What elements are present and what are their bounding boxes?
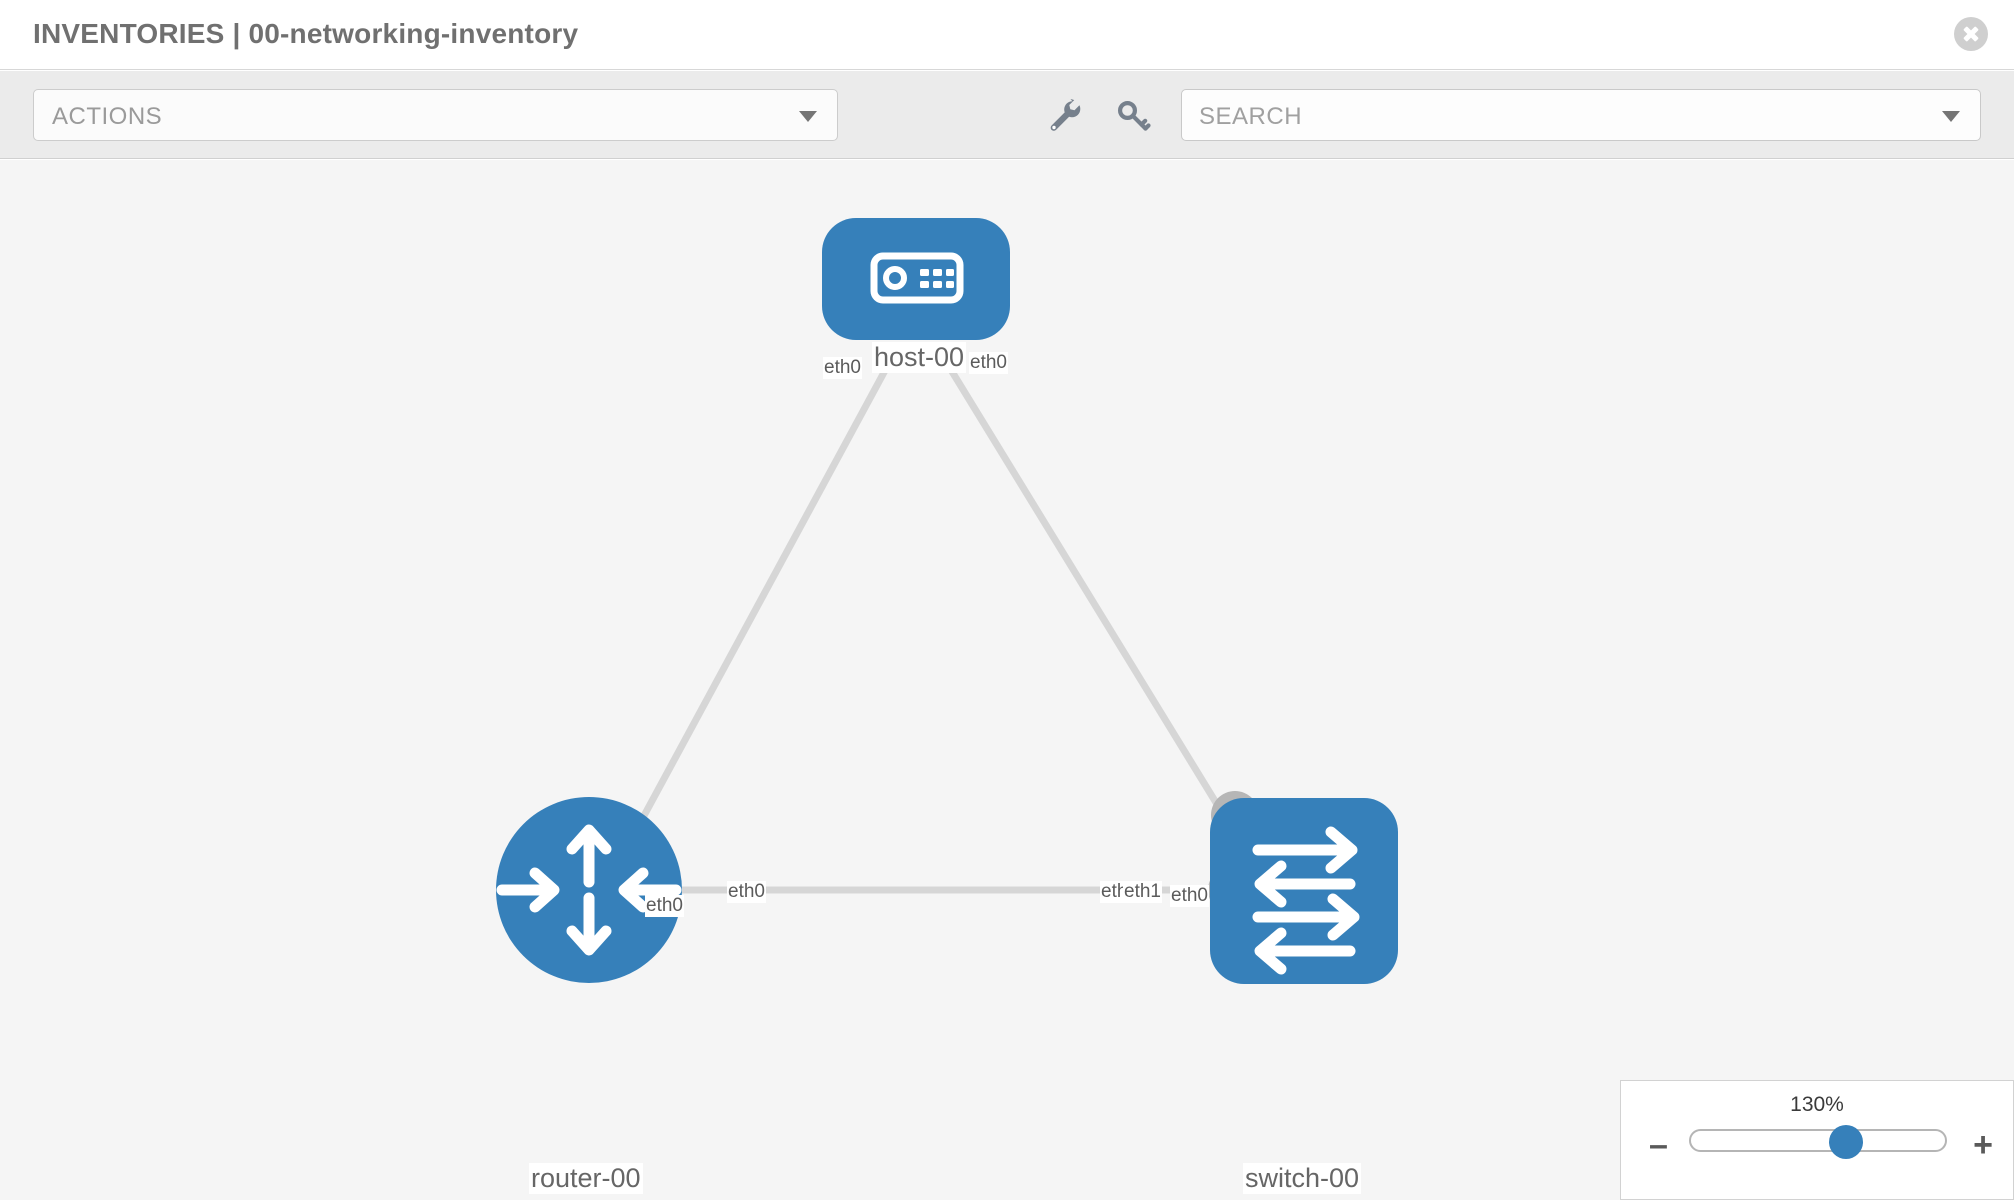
node-switch-00[interactable] — [1210, 798, 1398, 984]
chevron-down-icon[interactable] — [1942, 111, 1960, 122]
topology-canvas[interactable]: host-00 router-00 switch-00 eth0 eth0 et… — [0, 160, 2014, 1200]
wrench-icon[interactable] — [1046, 97, 1084, 135]
edge-label-router-right-iface: eth0 — [727, 881, 766, 903]
router-arrows-icon — [496, 824, 682, 956]
zoom-slider-track[interactable] — [1689, 1125, 1947, 1159]
chevron-down-icon — [799, 111, 817, 122]
edge-label-host-right-iface: eth0 — [969, 352, 1008, 374]
actions-dropdown-label: ACTIONS — [52, 103, 163, 130]
search-input[interactable]: SEARCH — [1181, 89, 1981, 141]
switch-arrows-icon — [1252, 826, 1360, 975]
edge-host-switch — [945, 363, 1248, 852]
actions-dropdown[interactable]: ACTIONS — [33, 89, 838, 141]
node-label-host-00: host-00 — [872, 342, 967, 373]
edge-label-switch-up-iface: eth0 — [1170, 885, 1209, 907]
edge-label-host-left-iface: eth0 — [823, 357, 862, 379]
node-host-00[interactable] — [822, 218, 1010, 340]
topology-graph — [496, 218, 1398, 984]
zoom-control-panel: 130% – + — [1620, 1080, 2014, 1200]
node-router-00[interactable] — [496, 797, 682, 983]
page-title: INVENTORIES | 00-networking-inventory — [33, 18, 579, 49]
toolbar: ACTIONS SEARCH — [0, 71, 2014, 159]
key-icon[interactable] — [1114, 97, 1152, 135]
edge-label-router-up-iface: eth0 — [645, 895, 684, 917]
search-placeholder: SEARCH — [1199, 103, 1303, 130]
edge-label-switch-left-iface-under: eth — [1100, 881, 1129, 903]
page-header: INVENTORIES | 00-networking-inventory — [0, 0, 2014, 70]
zoom-level-label: 130% — [1790, 1093, 1844, 1116]
zoom-slider-thumb[interactable] — [1829, 1125, 1863, 1159]
zoom-in-button[interactable]: + — [1973, 1126, 1993, 1164]
edge-label-switch-left-iface: eth1 — [1123, 881, 1162, 903]
node-label-switch-00: switch-00 — [1243, 1163, 1362, 1194]
zoom-out-button[interactable]: – — [1649, 1126, 1668, 1164]
edge-host-router — [616, 363, 892, 862]
close-icon[interactable] — [1954, 17, 1988, 51]
server-icon — [870, 252, 964, 304]
node-label-router-00: router-00 — [529, 1163, 643, 1194]
